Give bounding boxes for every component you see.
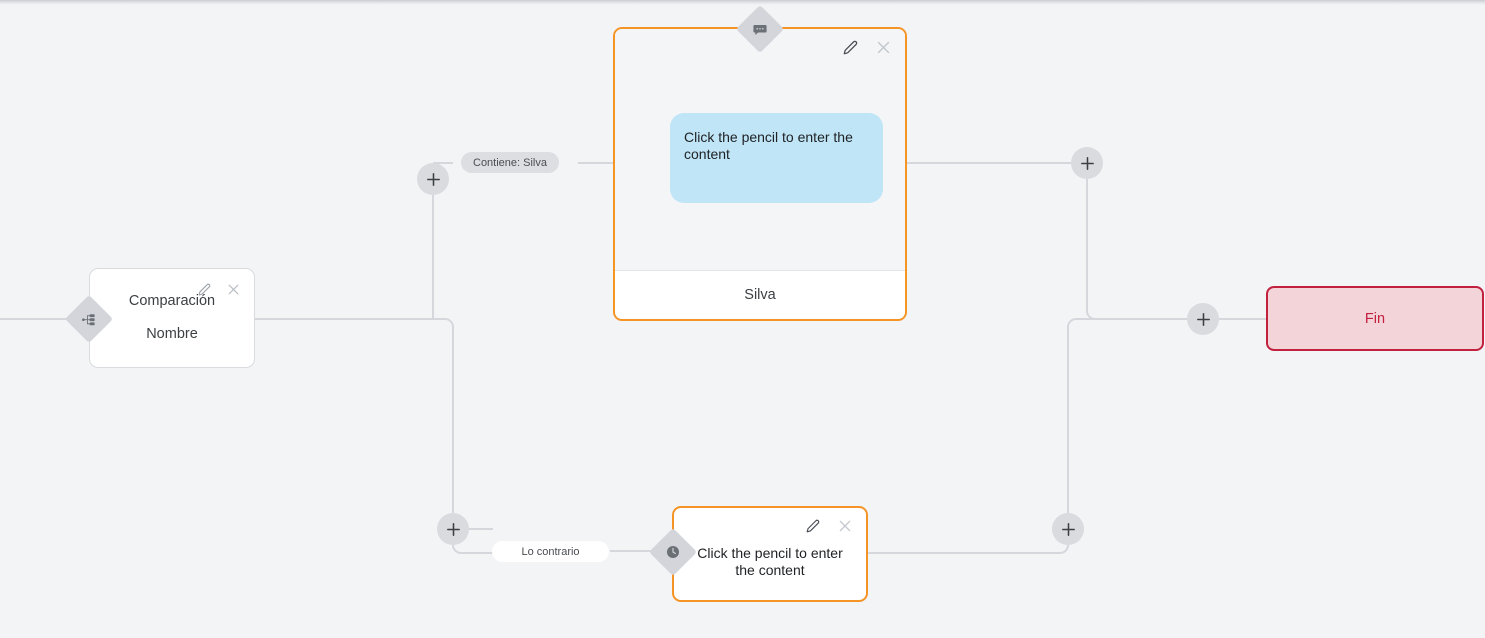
wait-node-text: Click the pencil to enter the content: [697, 544, 843, 579]
comparison-subtitle: Nombre: [146, 325, 198, 342]
chat-bubble-icon-badge[interactable]: [735, 4, 785, 54]
message-node-body: Click the pencil to enter the content: [615, 29, 905, 270]
message-node-footer: Silva: [615, 270, 905, 319]
edge-label-otherwise[interactable]: Lo contrario: [492, 541, 609, 562]
add-node-button-after-message[interactable]: [1071, 147, 1103, 179]
node-wait[interactable]: Click the pencil to enter the content: [672, 506, 868, 602]
chat-bubble-icon: [753, 22, 768, 37]
node-message[interactable]: Click the pencil to enter the content Si…: [613, 27, 907, 321]
message-node-tools: [843, 40, 891, 55]
edge-wait-plus-to-end: [1067, 318, 1187, 513]
edge-false-corner: [452, 529, 493, 554]
edge-comparison-to-false: [255, 318, 454, 513]
edge-plus-to-end-junction: [1086, 179, 1187, 320]
message-bubble[interactable]: Click the pencil to enter the content: [670, 113, 883, 203]
pencil-icon[interactable]: [198, 283, 211, 296]
pencil-icon[interactable]: [843, 40, 858, 55]
comparison-node-tools: [198, 283, 240, 296]
node-comparison[interactable]: Comparación Nombre: [89, 268, 255, 368]
node-end[interactable]: Fin: [1266, 286, 1484, 351]
clock-icon: [665, 544, 681, 560]
edge-wait-to-plus: [868, 544, 1069, 554]
clock-icon-badge[interactable]: [648, 527, 698, 577]
close-icon[interactable]: [876, 40, 891, 55]
branch-icon: [82, 312, 97, 327]
add-node-button-branch-false[interactable]: [437, 513, 469, 545]
add-node-button-branch-true[interactable]: [417, 163, 449, 195]
branch-icon-badge[interactable]: [64, 294, 114, 344]
close-icon[interactable]: [838, 519, 852, 533]
end-node-label: Fin: [1364, 310, 1386, 327]
edge-label-contains[interactable]: Contiene: Silva: [461, 152, 559, 173]
add-node-button-before-end[interactable]: [1187, 303, 1219, 335]
comparison-title: Comparación: [128, 292, 216, 309]
pencil-icon[interactable]: [806, 519, 820, 533]
add-node-button-after-wait[interactable]: [1052, 513, 1084, 545]
close-icon[interactable]: [227, 283, 240, 296]
window-top-strip: [0, 0, 1485, 5]
wait-node-tools: [806, 519, 852, 533]
